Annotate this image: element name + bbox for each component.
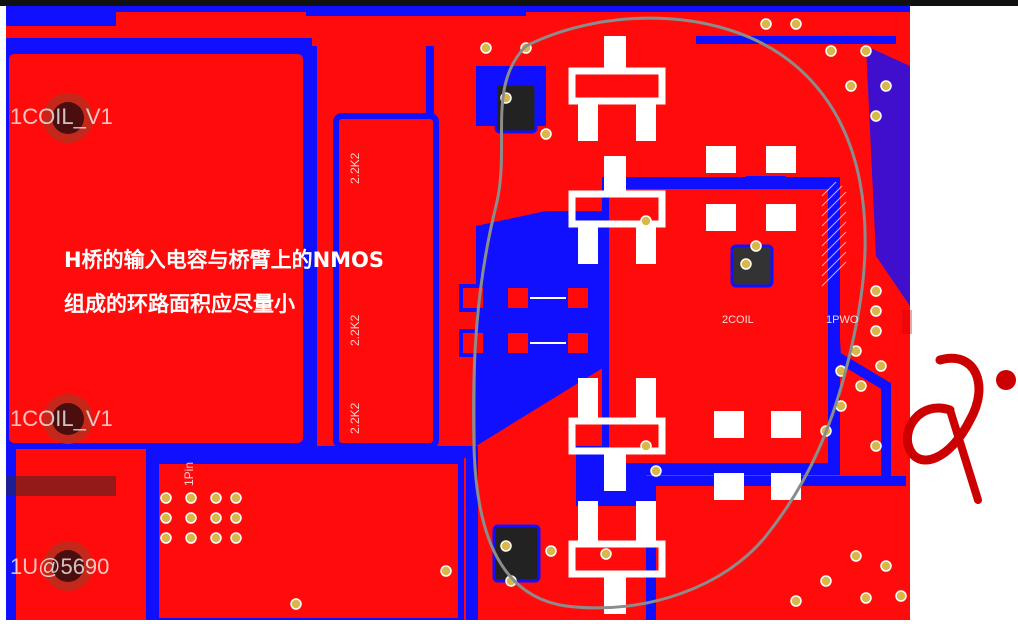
silk-coil-top: 1COIL_V1 (10, 104, 113, 129)
silk-1pin: 1Pin (182, 461, 196, 486)
silk-2k2-c: 2.2K2 (348, 402, 362, 434)
coil-terminals (43, 93, 93, 591)
silk-2k2-a: 2.2K2 (348, 152, 362, 184)
annotation-line-1: H桥的输入电容与桥臂上的NMOS (64, 248, 385, 272)
square-pads (706, 146, 801, 500)
annotation-line-2: 组成的环路面积应尽量小 (64, 292, 295, 316)
loop-outline (472, 16, 867, 610)
silk-coil-mid: 1COIL_V1 (10, 406, 113, 431)
pcb-artwork (6, 6, 910, 620)
silk-2k2-b: 2.2K2 (348, 314, 362, 346)
vias (160, 18, 907, 610)
top-border (0, 0, 1018, 6)
silk-1pwo: 1PWO (826, 314, 859, 326)
silk-2coil: 2COIL (722, 314, 754, 326)
watermark-flourish (902, 310, 1016, 504)
silk-coil-bottom: 1U@5690 (10, 554, 110, 579)
pcb-layout-view: 1COIL_V1 1COIL_V1 1U@5690 2.2K2 2.2K2 2.… (6, 6, 910, 620)
